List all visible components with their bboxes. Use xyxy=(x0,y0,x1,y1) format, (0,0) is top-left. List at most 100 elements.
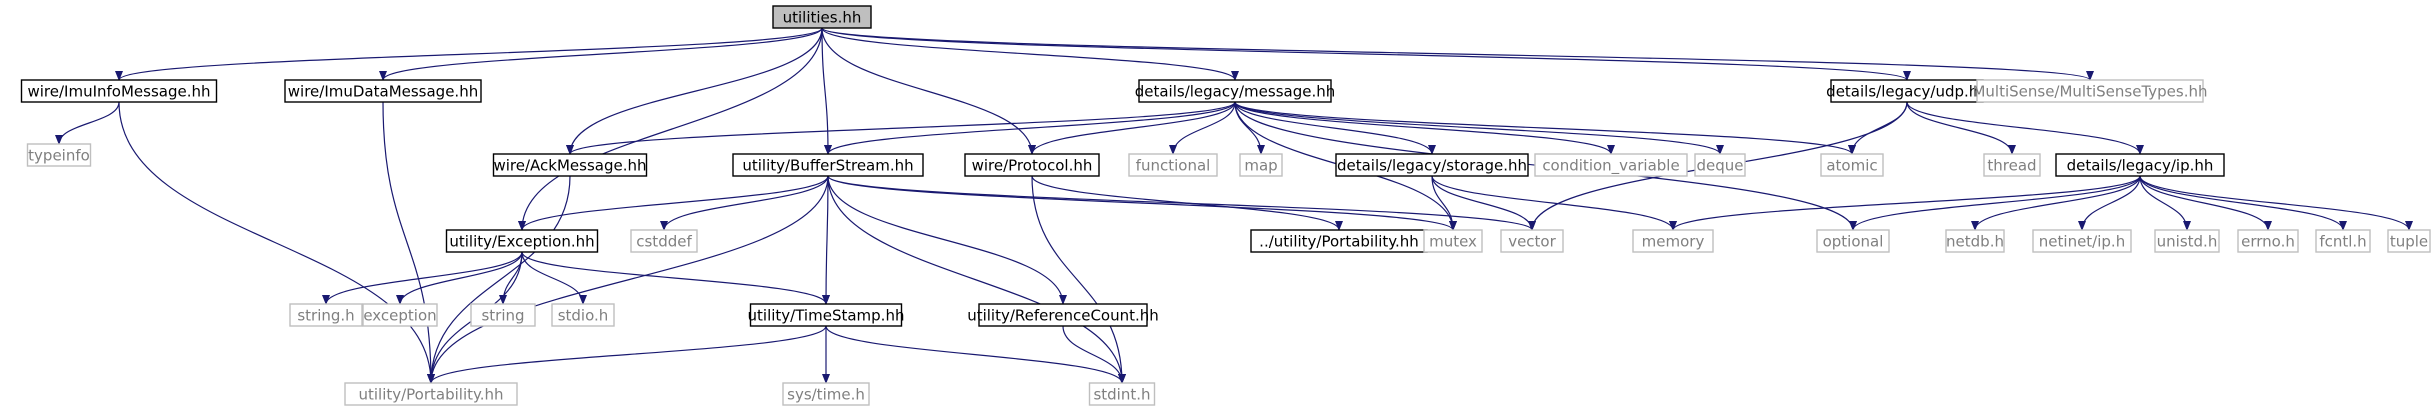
node-unistd: unistd.h xyxy=(2154,229,2220,253)
node-label-vector: vector xyxy=(1508,233,1556,251)
node-box-imudata xyxy=(284,79,482,103)
node-label-mutex: mutex xyxy=(1429,233,1477,251)
node-bufferstream[interactable]: utility/BufferStream.hh xyxy=(732,153,924,177)
edge-legacy_ip-to-optional xyxy=(1849,175,2141,231)
node-map: map xyxy=(1239,153,1283,177)
node-box-tuple xyxy=(2387,229,2431,253)
node-errno: errno.h xyxy=(2237,229,2299,253)
node-box-functional xyxy=(1128,153,1218,177)
node-legacy_udp[interactable]: details/legacy/udp.hh xyxy=(1826,79,1988,103)
node-box-exception xyxy=(445,229,599,253)
node-utilities[interactable]: utilities.hh xyxy=(772,5,872,29)
edge-bufferstream-to-exception xyxy=(518,175,829,231)
node-string: string xyxy=(470,303,536,327)
node-box-stdint xyxy=(1088,382,1156,406)
node-box-systime xyxy=(782,382,870,406)
node-label-fcntl: fcntl.h xyxy=(2319,233,2366,251)
node-label-multisense_types: MultiSense/MultiSenseTypes.hh xyxy=(1972,83,2207,101)
edge-utilities-to-legacy_message xyxy=(821,27,1239,81)
node-box-portability xyxy=(344,382,518,406)
node-label-unistd: unistd.h xyxy=(2157,233,2218,251)
node-label-legacy_ip: details/legacy/ip.hh xyxy=(2067,157,2214,175)
node-box-atomic xyxy=(1820,153,1884,177)
node-label-errno: errno.h xyxy=(2241,233,2295,251)
node-deque: deque xyxy=(1694,153,1746,177)
node-box-string xyxy=(470,303,536,327)
node-cstddef: cstddef xyxy=(630,229,698,253)
node-stdio: stdio.h xyxy=(551,303,615,327)
edge-legacy_storage-to-vector xyxy=(1431,175,1536,231)
node-box-optional xyxy=(1816,229,1890,253)
node-imudata[interactable]: wire/ImuDataMessage.hh xyxy=(284,79,482,103)
node-label-legacy_udp: details/legacy/udp.hh xyxy=(1826,83,1988,101)
node-box-bufferstream xyxy=(732,153,924,177)
edge-imudata-to-portability xyxy=(382,101,435,384)
node-timestamp[interactable]: utility/TimeStamp.hh xyxy=(748,303,905,327)
node-label-memory: memory xyxy=(1642,233,1705,251)
node-box-stdio xyxy=(551,303,615,327)
node-string_h: string.h xyxy=(289,303,363,327)
nodes-layer: utilities.hh wire/ImuInfoMessage.hh wire/I… xyxy=(20,5,2431,406)
node-label-ackmessage: wire/AckMessage.hh xyxy=(493,157,646,175)
node-netinet_ip: netinet/ip.h xyxy=(2032,229,2132,253)
edge-utilities-to-bufferstream xyxy=(821,27,832,155)
edge-bufferstream-to-timestamp xyxy=(822,175,831,305)
node-label-legacy_storage: details/legacy/storage.hh xyxy=(1337,157,1527,175)
node-ackmessage[interactable]: wire/AckMessage.hh xyxy=(492,153,648,177)
node-legacy_message[interactable]: details/legacy/message.hh xyxy=(1135,79,1336,103)
node-label-utilities: utilities.hh xyxy=(783,9,862,27)
edge-legacy_ip-to-memory xyxy=(1669,175,2141,231)
node-condition_variable: condition_variable xyxy=(1534,153,1688,177)
node-box-netdb xyxy=(1945,229,2005,253)
edge-exception-to-timestamp xyxy=(521,251,830,305)
node-box-utilities xyxy=(772,5,872,29)
edge-legacy_udp-to-thread xyxy=(1906,101,2016,155)
node-label-stdio: stdio.h xyxy=(558,307,609,325)
edge-bufferstream-to-stdint xyxy=(827,175,1126,384)
node-label-timestamp: utility/TimeStamp.hh xyxy=(748,307,905,325)
node-label-netdb: netdb.h xyxy=(1946,233,2004,251)
node-label-legacy_message: details/legacy/message.hh xyxy=(1135,83,1336,101)
node-box-fcntl xyxy=(2315,229,2371,253)
edge-utilities-to-multisense_types xyxy=(821,27,2094,81)
node-typeinfo: typeinfo xyxy=(26,143,92,167)
node-imuinfo[interactable]: wire/ImuInfoMessage.hh xyxy=(20,79,218,103)
node-legacy_ip[interactable]: details/legacy/ip.hh xyxy=(2055,153,2225,177)
node-label-portability_rel: ../utility/Portability.hh xyxy=(1259,233,1419,251)
node-exception[interactable]: utility/Exception.hh xyxy=(445,229,599,253)
node-systime: sys/time.h xyxy=(782,382,870,406)
node-portability_rel[interactable]: ../utility/Portability.hh xyxy=(1250,229,1428,253)
edge-exception-to-stdio xyxy=(521,251,587,305)
edge-legacy_message-to-ackmessage xyxy=(566,101,1236,155)
edge-protocol-to-stdint xyxy=(1031,175,1126,384)
node-label-stdint: stdint.h xyxy=(1093,386,1150,404)
node-label-tuple: tuple xyxy=(2390,233,2428,251)
node-functional: functional xyxy=(1128,153,1218,177)
edge-utilities-to-imuinfo xyxy=(115,27,823,81)
edge-legacy_ip-to-netinet_ip xyxy=(2078,175,2141,231)
edge-utilities-to-exception xyxy=(518,27,823,231)
node-refcount[interactable]: utility/ReferenceCount.hh xyxy=(967,303,1159,327)
node-legacy_storage[interactable]: details/legacy/storage.hh xyxy=(1335,153,1529,177)
edge-legacy_message-to-condition_variable xyxy=(1234,101,1615,155)
node-label-cstddef: cstddef xyxy=(636,233,692,251)
edge-utilities-to-protocol xyxy=(821,27,1036,155)
edge-bufferstream-to-cstddef xyxy=(660,175,829,231)
edge-imuinfo-to-portability xyxy=(118,101,435,384)
node-vector: vector xyxy=(1500,229,1564,253)
node-box-condition_variable xyxy=(1534,153,1688,177)
node-box-legacy_ip xyxy=(2055,153,2225,177)
edge-legacy_udp-to-atomic xyxy=(1848,101,1908,155)
edge-legacy_message-to-deque xyxy=(1234,101,1724,155)
node-label-exception: utility/Exception.hh xyxy=(449,233,594,251)
edge-legacy_ip-to-unistd xyxy=(2139,175,2191,231)
node-box-deque xyxy=(1694,153,1746,177)
edge-utilities-to-ackmessage xyxy=(566,27,823,155)
edge-legacy_message-to-bufferstream xyxy=(824,101,1236,155)
edge-bufferstream-to-refcount xyxy=(827,175,1067,305)
node-box-netinet_ip xyxy=(2032,229,2132,253)
node-box-ackmessage xyxy=(492,153,648,177)
node-label-imuinfo: wire/ImuInfoMessage.hh xyxy=(27,83,210,101)
node-protocol[interactable]: wire/Protocol.hh xyxy=(964,153,1100,177)
